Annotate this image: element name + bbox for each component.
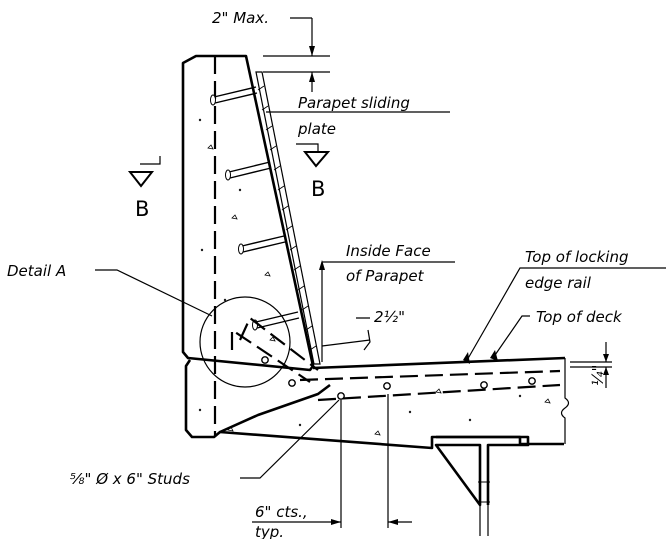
deck-rebar-top <box>299 369 561 382</box>
inside-face-label-1: Inside Face <box>346 242 431 260</box>
quarter-label: ¼" <box>589 365 607 386</box>
top-deck-leader <box>492 315 530 359</box>
deck-top-surface <box>312 356 566 370</box>
two-half-dim <box>321 317 371 351</box>
sliding-plate-hatch <box>257 85 317 351</box>
parapet-studs <box>210 86 300 331</box>
detail-a-label: Detail A <box>7 262 66 280</box>
inside-face-label-2: of Parapet <box>346 267 425 285</box>
locking-rail-arrow <box>463 352 470 364</box>
studs-label: ⅝" Ø x 6" Studs <box>70 470 190 488</box>
deck-rebar-bottom <box>317 383 561 402</box>
parapet-outline <box>181 54 315 372</box>
inside-face-leader <box>321 261 455 362</box>
max-dim-arrows <box>309 46 315 82</box>
spacing-label-1: 6" cts., <box>255 503 308 521</box>
spacing-label-2: typ. <box>255 523 284 539</box>
deck-bar-ends <box>261 356 536 400</box>
deck-break-edge <box>560 358 570 444</box>
max-dim-lines <box>263 17 330 92</box>
top-deck-label: Top of deck <box>536 308 623 326</box>
quarter-dim-arrows <box>603 354 609 375</box>
section-label-left: B <box>135 197 149 221</box>
max-dim-label: 2" Max. <box>212 9 269 27</box>
detail-a-leader <box>95 269 213 317</box>
deck-underside <box>219 383 331 434</box>
two-half-label: 2½" <box>374 308 405 326</box>
spacing-dim <box>252 394 412 528</box>
concrete-specks <box>198 118 551 436</box>
section-marker-right: B <box>296 143 331 201</box>
studs-leader <box>240 399 340 479</box>
corner-bent-bar-2 <box>238 316 319 371</box>
girder <box>434 435 530 536</box>
sliding-plate-label-1: Parapet sliding <box>298 94 410 112</box>
locking-rail-label-1: Top of locking <box>525 248 628 266</box>
section-marker-left: B <box>127 156 161 221</box>
sliding-plate-label-2: plate <box>297 120 336 138</box>
quarter-dim <box>570 342 612 388</box>
detail-a-circle <box>199 296 291 388</box>
sliding-plate <box>255 71 321 365</box>
section-label-right: B <box>311 177 325 201</box>
locking-rail-label-2: edge rail <box>525 274 592 292</box>
locking-rail-leader <box>465 267 666 363</box>
top-deck-arrow <box>490 350 498 361</box>
inside-face-arrow <box>319 260 325 270</box>
